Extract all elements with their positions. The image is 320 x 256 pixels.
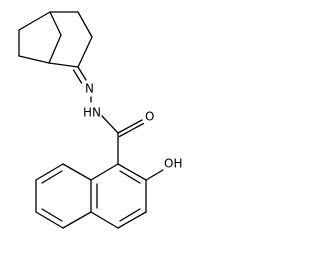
- bond-c6-c5-inner: [41, 208, 63, 222]
- bond-c8a-c1: [90, 163, 119, 181]
- amide-nitrogen-label: N: [92, 106, 101, 120]
- norbornane-skeleton: [18, 11, 93, 68]
- bond-c2-c1: [18, 11, 51, 31]
- bond-c4-c4a: [90, 211, 119, 229]
- bond-c3-c4: [117, 211, 147, 229]
- bond-c3-c4-inner: [119, 208, 141, 222]
- bond-c6-c7: [18, 55, 50, 64]
- naphthalene-ring: [35, 163, 147, 229]
- bond-co-double-outer: [117, 119, 143, 134]
- bond-c8-c7-inner: [41, 170, 63, 184]
- bond-bridge-c7: [48, 34, 62, 64]
- amide-hydrogen-label: H: [83, 106, 92, 120]
- chemical-structure-drawing: N H N O OH: [18, 11, 182, 229]
- bond-c5-c4a: [62, 211, 92, 229]
- bond-cn-double-inner: [72, 69, 83, 84]
- bond-c1-c2-inner: [119, 170, 141, 184]
- carbonyl-oxygen-label: O: [145, 110, 154, 124]
- bond-c7-c8: [48, 62, 79, 68]
- bond-c6-c5: [35, 211, 64, 229]
- imine-nitrogen-label: N: [85, 82, 94, 96]
- bond-c8a-c8: [62, 163, 92, 181]
- bond-c2-bridge: [49, 11, 62, 36]
- bond-c2-oh: [145, 169, 164, 181]
- bond-cn-double-outer: [77, 66, 87, 81]
- carbonyl-double-bond: [117, 119, 145, 138]
- bond-n-carbonyl: [101, 115, 119, 134]
- bond-c4-c5: [77, 36, 93, 68]
- bond-c8-c7: [35, 163, 64, 181]
- bond-co-double-inner: [118, 122, 145, 138]
- bond-c1-c2: [117, 163, 147, 181]
- hydroxyl-label: OH: [164, 157, 182, 171]
- imine-double-bond: [72, 66, 87, 84]
- bond-c3-c4: [77, 11, 93, 38]
